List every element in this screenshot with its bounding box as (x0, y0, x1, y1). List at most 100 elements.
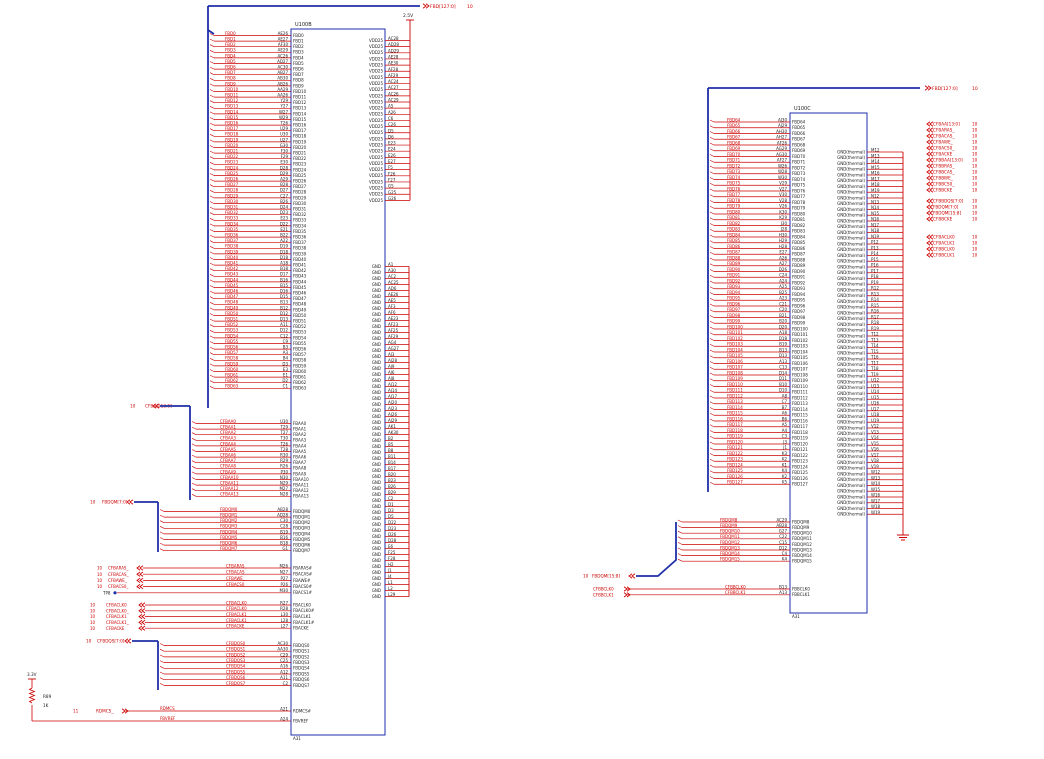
dqs-net-label: CFBDQS[7:0] (97, 639, 125, 644)
vdd-ball-label: C6 (388, 116, 394, 121)
data-ball-label: U27 (280, 137, 288, 142)
thermal-gnd-pin-label: GND(thermal) (837, 167, 865, 172)
data-pin-label: FBD33 (293, 218, 307, 223)
bus-entry (709, 142, 715, 146)
data-pin-label: FBD1 (293, 39, 304, 44)
bus-entry (209, 251, 215, 255)
thermal-gnd-ball-label: V15 (871, 441, 879, 446)
dqm-pin-label: FBDQM7 (293, 548, 311, 553)
data-ball-label: AB27 (277, 70, 288, 75)
data-ball-label: E30 (280, 160, 288, 165)
thermal-gnd-pin-label: GND(thermal) (837, 305, 865, 310)
gnd-pin-label: GND (372, 288, 381, 293)
data-pin-label: FBD88 (792, 257, 806, 262)
bus-entry (209, 296, 215, 299)
vdd-ball-label: AE28 (388, 54, 399, 59)
data-ball-label: D28 (280, 165, 289, 170)
vdd-ball-label: AF28 (388, 67, 399, 72)
vdd-ball-label: AF29 (388, 73, 399, 78)
data-pin-label: FBD70 (792, 154, 806, 159)
data-pin-label: FBD21 (293, 151, 307, 156)
clk-right-offpage: CFBBCLK1 (593, 592, 614, 597)
dqm-page-label: 10 (90, 500, 96, 505)
dqm-net-label: FBDQM3 (220, 524, 238, 529)
data-ball-label: H28 (779, 244, 788, 249)
gnd-ball-label: D22 (388, 520, 397, 525)
thermal-gnd-pin-label: GND(thermal) (837, 397, 865, 402)
dqs-pin-label: FBDQS3 (293, 660, 310, 665)
bus-entry (209, 150, 215, 154)
gnd-pin-label: GND (372, 378, 381, 383)
data-ball-label: B18 (280, 266, 288, 271)
thermal-gnd-ball-label: T12 (870, 332, 879, 337)
addr-net-label: CFBAA6 (220, 453, 236, 458)
data-net-label: FBD14 (225, 109, 239, 114)
data-net-label: FBD60 (225, 367, 239, 372)
data-ball-label: D27 (280, 188, 289, 193)
thermal-gnd-pin-label: GND(thermal) (837, 374, 865, 379)
data-net-label: FBD125 (727, 468, 743, 473)
dqm-ball-label: C28 (280, 524, 288, 529)
data-ball-label: V29 (779, 181, 787, 186)
bus-entry (209, 386, 215, 389)
thermal-gnd-pin-label: GND(thermal) (837, 356, 865, 361)
data-net-label: FBD4 (225, 53, 236, 58)
gnd-pin-label: GND (372, 522, 381, 527)
data-pin-label: FBD94 (792, 292, 806, 297)
offpage-ref-page: 10 (972, 146, 978, 151)
thermal-gnd-pin-label: GND(thermal) (837, 494, 865, 499)
data-pin-label: FBD99 (792, 321, 806, 326)
data-ball-label: AE29 (278, 48, 289, 53)
data-net-label: FBD116 (727, 416, 743, 421)
gnd-ball-label: AJ9 (388, 364, 395, 369)
data-pin-label: FBD8 (293, 78, 304, 83)
data-ball-label: AF27 (777, 158, 788, 163)
data-pin-label: FBD106 (792, 361, 808, 366)
bus-entry (709, 343, 715, 347)
data-pin-label: FBD27 (293, 184, 307, 189)
bus-entry (709, 395, 715, 399)
data-pin-label: FBD12 (293, 100, 307, 105)
data-pin-label: FBD43 (293, 274, 307, 279)
data-net-label: FBD36 (225, 233, 239, 238)
data-net-label: FBD83 (727, 227, 741, 232)
data-ball-label: W28 (778, 169, 788, 174)
bus-entry (709, 274, 715, 278)
data-ball-label: A27 (779, 261, 787, 266)
data-pin-label: FBD91 (792, 275, 806, 280)
gnd-ball-label: D28 (388, 538, 397, 543)
bus-entry (209, 190, 215, 193)
gnd-ball-label: B26 (388, 484, 396, 489)
data-net-label: FBD22 (225, 154, 239, 159)
data-pin-label: FBD97 (792, 309, 806, 314)
dqs-ball-label: C29 (280, 652, 288, 657)
data-pin-label: FBD58 (293, 358, 307, 363)
bus-entry (709, 309, 715, 313)
data-net-label: FBD66 (727, 129, 741, 134)
data-net-label: FBD110 (727, 382, 743, 387)
bus-entry (209, 139, 215, 143)
clk-ball-label: R27 (280, 600, 288, 605)
offpage-ref-net: CFBACLK0 (933, 235, 955, 240)
offpage-ref-connector (926, 216, 934, 222)
data-ball-label: J30 (780, 221, 788, 226)
offpage-ref-page: 10 (972, 188, 978, 193)
data-ball-label: B10 (779, 382, 787, 387)
addr-ball-label: M27 (279, 486, 288, 491)
data-ball-label: D16 (280, 289, 289, 294)
data-net-label: FBD95 (727, 296, 741, 301)
data-net-label: FBD98 (727, 313, 741, 318)
dqm-ball-label: AD28 (277, 513, 288, 518)
bus-entry (709, 119, 715, 123)
bus-entry (209, 50, 215, 53)
data-net-label: FBD51 (225, 317, 239, 322)
gnd-pin-label: GND (372, 558, 381, 563)
thermal-gnd-ball-label: N18 (871, 228, 880, 233)
data-net-label: FBD77 (727, 192, 741, 197)
data-ball-label: B25 (779, 290, 787, 295)
bus-entry (209, 195, 215, 199)
data-net-label: FBD76 (727, 186, 741, 191)
thermal-gnd-pin-label: GND(thermal) (837, 299, 865, 304)
addr-net-label: CFBAA1 (220, 425, 236, 430)
bus-entry (709, 125, 715, 129)
